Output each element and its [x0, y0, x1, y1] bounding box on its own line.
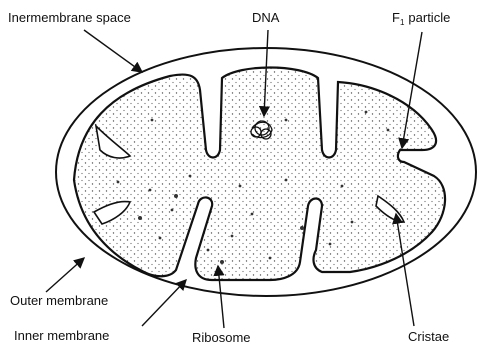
label-f1-particle-sub: 1 — [400, 18, 405, 27]
pointer-intermembrane-space — [84, 30, 142, 72]
pointer-outer-membrane — [46, 258, 84, 292]
label-f1-particle-suffix: particle — [408, 10, 450, 25]
pointer-inner-membrane — [142, 280, 186, 326]
inner-membrane — [74, 68, 445, 281]
label-intermembrane-space: Inermembrane space — [8, 10, 131, 25]
label-inner-membrane: Inner membrane — [14, 328, 109, 343]
label-outer-membrane: Outer membrane — [10, 293, 108, 308]
label-ribosome: Ribosome — [192, 330, 251, 345]
label-dna: DNA — [252, 10, 280, 25]
label-f1-particle-prefix: F — [392, 10, 400, 25]
label-cristae: Cristae — [408, 329, 449, 344]
